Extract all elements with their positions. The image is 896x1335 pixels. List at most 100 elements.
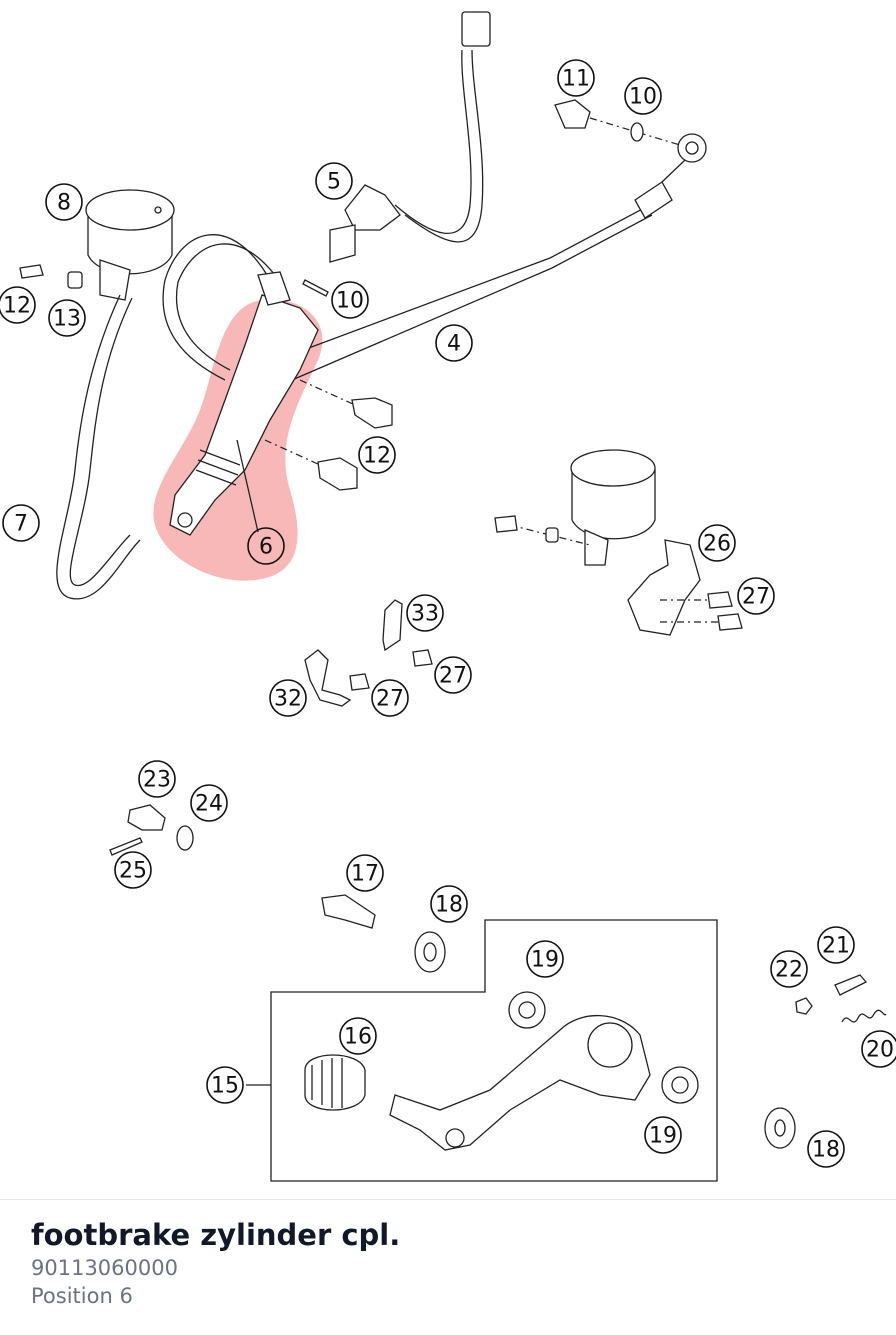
hose-clamp <box>304 649 352 707</box>
callout-16[interactable]: 16 <box>339 1017 377 1055</box>
callout-label: 19 <box>531 948 559 973</box>
divider <box>0 1199 896 1200</box>
cable-clip <box>382 599 403 652</box>
callout-circle <box>770 950 808 988</box>
callout-label: 10 <box>629 85 657 110</box>
sealing-washer <box>630 122 644 142</box>
callout-19[interactable]: 19 <box>526 940 564 978</box>
callout-17[interactable]: 17 <box>346 854 384 892</box>
callout-label: 18 <box>435 893 463 918</box>
callout-circle <box>2 504 40 542</box>
pressure-sensor <box>344 184 401 231</box>
callout-22[interactable]: 22 <box>770 950 808 988</box>
return-spring <box>841 1009 887 1023</box>
callout-label: 13 <box>53 307 81 332</box>
callout-21[interactable]: 21 <box>817 926 855 964</box>
callout-27[interactable]: 27 <box>371 679 409 717</box>
callout-circle <box>430 885 468 923</box>
callout-label: 27 <box>439 664 467 689</box>
callout-circle <box>339 1017 377 1055</box>
pedal-bolt <box>321 894 376 929</box>
reservoir-alt <box>571 469 656 540</box>
callout-12[interactable]: 12 <box>358 436 396 474</box>
callout-circle <box>557 59 595 97</box>
callout-18[interactable]: 18 <box>807 1130 845 1168</box>
callout-4[interactable]: 4 <box>435 324 473 362</box>
callout-label: 12 <box>3 294 31 319</box>
callout-label: 26 <box>703 532 731 557</box>
callout-label: 25 <box>119 859 147 884</box>
mounting-bracket <box>627 539 701 636</box>
callout-label: 33 <box>411 602 439 627</box>
banjo-bolt <box>554 99 591 129</box>
callout-20[interactable]: 20 <box>861 1030 896 1068</box>
callout-label: 23 <box>143 768 171 793</box>
callout-label: 19 <box>649 1124 677 1149</box>
pin <box>302 279 329 297</box>
sensor-connector <box>461 11 491 47</box>
callout-25[interactable]: 25 <box>114 851 152 889</box>
callout-label: 12 <box>363 444 391 469</box>
callout-circle <box>807 1130 845 1168</box>
callout-33[interactable]: 33 <box>406 594 444 632</box>
callout-circle <box>45 183 83 221</box>
callout-5[interactable]: 5 <box>315 162 353 200</box>
callout-13[interactable]: 13 <box>48 299 86 337</box>
callout-circle <box>358 436 396 474</box>
callout-6[interactable]: 6 <box>247 527 285 565</box>
callout-circle <box>371 679 409 717</box>
callout-label: 5 <box>327 170 341 195</box>
callout-label: 17 <box>351 862 379 887</box>
callout-23[interactable]: 23 <box>138 760 176 798</box>
callout-label: 21 <box>822 934 850 959</box>
callout-circle <box>644 1116 682 1154</box>
callout-label: 32 <box>274 687 302 712</box>
callout-label: 27 <box>742 585 770 610</box>
callout-27[interactable]: 27 <box>434 656 472 694</box>
callout-circle <box>247 527 285 565</box>
callout-label: 8 <box>57 191 71 216</box>
callout-circle <box>346 854 384 892</box>
callout-circle <box>698 524 736 562</box>
callout-11[interactable]: 11 <box>557 59 595 97</box>
callout-circle <box>190 784 228 822</box>
callout-10[interactable]: 10 <box>331 281 369 319</box>
callout-circle <box>138 760 176 798</box>
callout-18[interactable]: 18 <box>430 885 468 923</box>
callout-26[interactable]: 26 <box>698 524 736 562</box>
pedal-rubber <box>304 1054 366 1111</box>
callout-circle <box>526 940 564 978</box>
callout-label: 11 <box>562 67 590 92</box>
brake-line-hose <box>289 204 651 356</box>
exploded-parts-diagram: 11 10 5 8 10 4 12 13 12 7 6 26 27 33 27 32 27 23 24 25 17 18 1… <box>0 11 896 1182</box>
callout-circle <box>817 926 855 964</box>
small-bolt-left <box>19 264 44 279</box>
callout-7[interactable]: 7 <box>2 504 40 542</box>
callout-15[interactable]: 15 <box>206 1066 244 1104</box>
small-grommet <box>67 271 83 289</box>
callout-label: 10 <box>336 289 364 314</box>
callout-8[interactable]: 8 <box>45 183 83 221</box>
callout-circle <box>406 594 444 632</box>
split-pin <box>109 837 143 856</box>
part-number: 90113060000 <box>31 1256 178 1280</box>
callout-10[interactable]: 10 <box>624 77 662 115</box>
callout-12[interactable]: 12 <box>0 286 36 324</box>
spring-bolt <box>834 974 868 996</box>
callout-27[interactable]: 27 <box>737 577 775 615</box>
callout-label: 18 <box>812 1138 840 1163</box>
callout-label: 7 <box>14 512 28 537</box>
assembly-frame <box>270 919 718 1182</box>
callout-label: 22 <box>775 958 803 983</box>
callout-label: 15 <box>211 1074 239 1099</box>
callout-32[interactable]: 32 <box>269 679 307 717</box>
callout-circle <box>861 1030 896 1068</box>
callout-19[interactable]: 19 <box>644 1116 682 1154</box>
callout-label: 6 <box>259 535 273 560</box>
callout-circle <box>206 1066 244 1104</box>
callout-circle <box>435 324 473 362</box>
washer <box>176 825 194 851</box>
callout-label: 27 <box>376 687 404 712</box>
callout-24[interactable]: 24 <box>190 784 228 822</box>
callout-circle <box>624 77 662 115</box>
